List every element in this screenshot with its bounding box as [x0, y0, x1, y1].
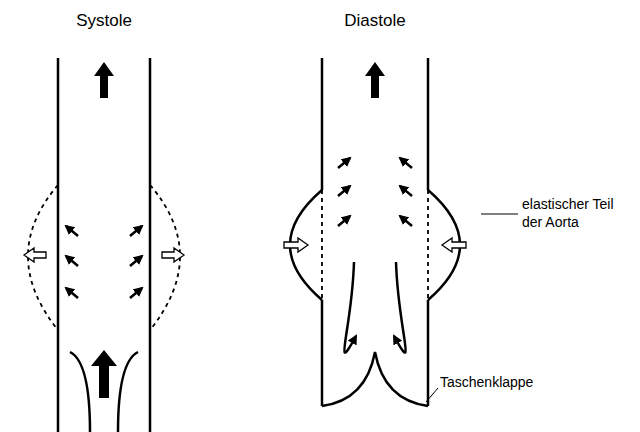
phase-title: Diastole [344, 10, 405, 31]
part-label: elastischer Teil der Aorta [522, 196, 634, 231]
part-label: Taschenklappe [440, 374, 533, 392]
phase-title: Systole [76, 10, 132, 31]
